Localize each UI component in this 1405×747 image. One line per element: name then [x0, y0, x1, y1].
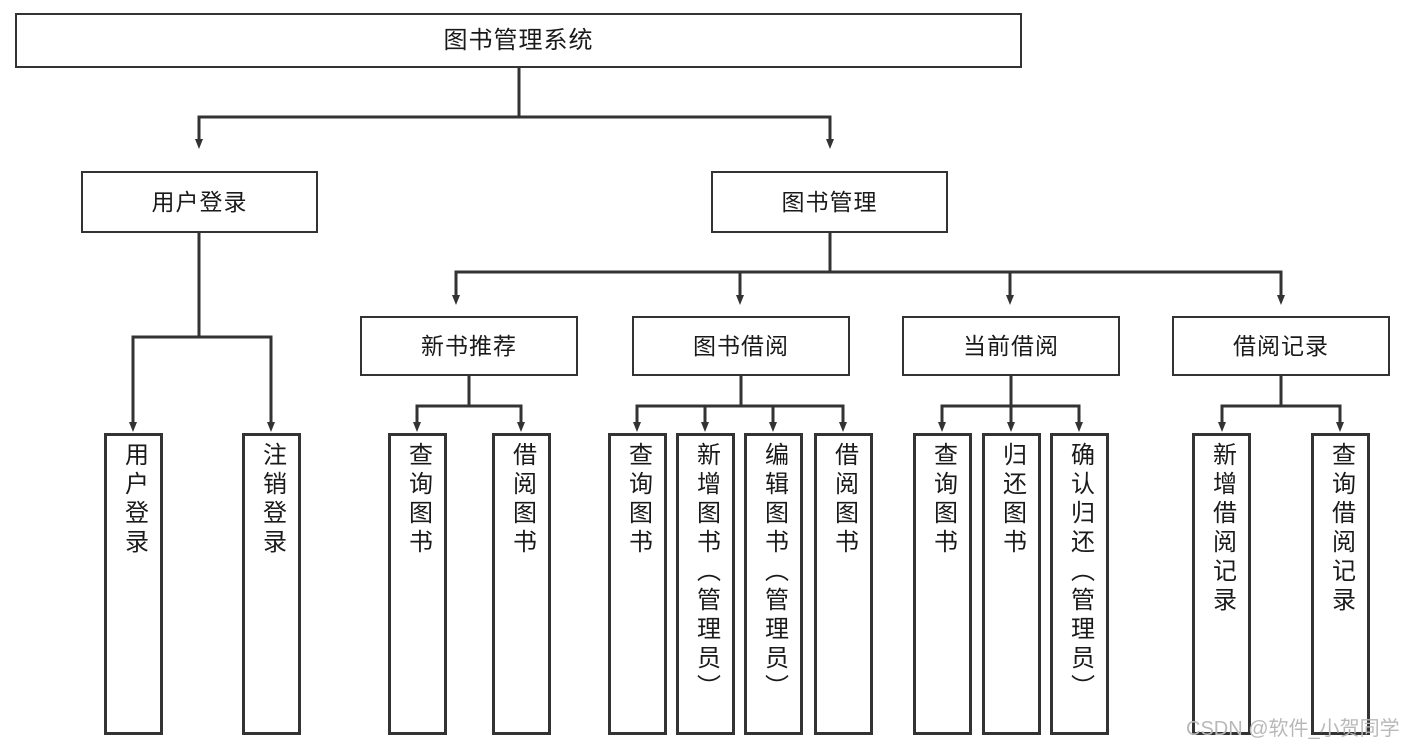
leaf-book-borrow-borrow-book[interactable]: 借阅图书	[814, 433, 873, 735]
node-label: 借阅图书	[508, 442, 536, 558]
node-label: 查询图书	[624, 442, 652, 558]
node-user-login[interactable]: 用户登录	[81, 171, 318, 233]
node-label: 用户登录	[120, 442, 148, 558]
leaf-new-book-query-book[interactable]: 查询图书	[388, 433, 447, 735]
leaf-borrow-record-query-record[interactable]: 查询借阅记录	[1311, 433, 1370, 735]
node-label: 查询借阅记录	[1327, 442, 1355, 616]
node-label: 编辑图书（管理员）	[760, 442, 788, 703]
watermark: CSDN @软件_小贺同学	[1186, 718, 1400, 740]
node-label: 借阅图书	[830, 442, 858, 558]
node-label: 查询图书	[404, 442, 432, 558]
node-label: 借阅记录	[1233, 332, 1329, 359]
leaf-current-borrow-return-book[interactable]: 归还图书	[982, 433, 1041, 735]
node-label: 用户登录	[151, 188, 248, 215]
node-label: 当前借阅	[963, 332, 1059, 359]
node-root-book-management-system[interactable]: 图书管理系统	[15, 13, 1022, 68]
leaf-current-borrow-query-book[interactable]: 查询图书	[913, 433, 972, 735]
node-label: 图书管理系统	[443, 26, 594, 54]
node-book-management[interactable]: 图书管理	[711, 171, 948, 233]
node-current-borrow[interactable]: 当前借阅	[902, 316, 1120, 376]
node-label: 确认归还（管理员）	[1066, 442, 1094, 703]
node-label: 归还图书	[998, 442, 1026, 558]
node-label: 新书推荐	[421, 332, 517, 359]
node-label: 图书借阅	[693, 332, 789, 359]
node-label: 新增借阅记录	[1208, 442, 1236, 616]
leaf-book-borrow-add-book-admin[interactable]: 新增图书（管理员）	[676, 433, 735, 735]
leaf-book-borrow-query-book[interactable]: 查询图书	[608, 433, 667, 735]
node-label: 查询图书	[929, 442, 957, 558]
node-label: 注销登录	[258, 442, 286, 558]
leaf-borrow-record-add-record[interactable]: 新增借阅记录	[1192, 433, 1251, 735]
leaf-user-login-login[interactable]: 用户登录	[104, 433, 163, 735]
node-borrow-record[interactable]: 借阅记录	[1172, 316, 1390, 376]
node-new-book-recommend[interactable]: 新书推荐	[360, 316, 578, 376]
leaf-book-borrow-edit-book-admin[interactable]: 编辑图书（管理员）	[744, 433, 803, 735]
node-label: 图书管理	[781, 188, 878, 215]
node-label: 新增图书（管理员）	[692, 442, 720, 703]
node-book-borrow[interactable]: 图书借阅	[632, 316, 850, 376]
leaf-current-borrow-confirm-return-admin[interactable]: 确认归还（管理员）	[1050, 433, 1109, 735]
leaf-user-login-logout[interactable]: 注销登录	[242, 433, 301, 735]
leaf-new-book-borrow-book[interactable]: 借阅图书	[492, 433, 551, 735]
